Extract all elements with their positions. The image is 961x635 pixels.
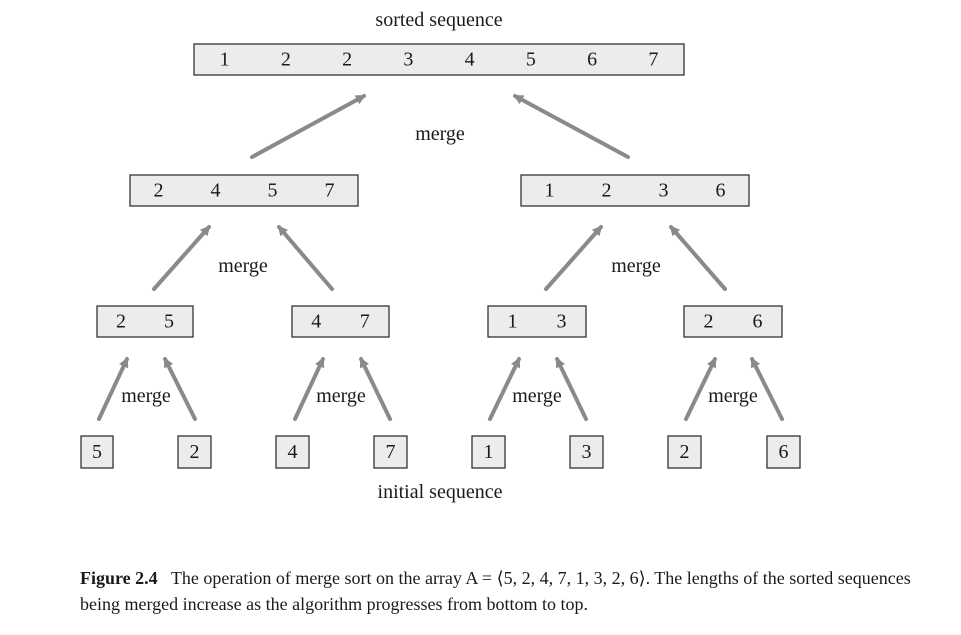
- level2-value: 1: [545, 180, 555, 202]
- level1-box-4: [683, 305, 783, 338]
- level2-value: 3: [659, 180, 669, 202]
- initial-value: 2: [190, 441, 200, 463]
- merge-arrow: [359, 357, 392, 421]
- level1-value: 2: [116, 311, 126, 333]
- figure-label: Figure 2.4: [80, 568, 158, 588]
- initial-value: 4: [288, 441, 298, 463]
- merge-arrow: [684, 357, 717, 421]
- level2-box-1: [129, 174, 359, 207]
- level2-value: 5: [268, 180, 278, 202]
- merge-arrow: [277, 225, 334, 291]
- sorted-value: 5: [526, 49, 536, 71]
- level1-value: 6: [753, 311, 763, 333]
- initial-box-4: [373, 435, 408, 469]
- initial-value: 6: [779, 441, 789, 463]
- sorted-value: 1: [220, 49, 230, 71]
- figure-caption: Figure 2.4 The operation of merge sort o…: [80, 565, 952, 617]
- level1-box-2: [291, 305, 390, 338]
- level2-value: 6: [716, 180, 726, 202]
- merge-label: merge: [611, 255, 661, 277]
- merge-label: merge: [218, 255, 268, 277]
- merge-arrow: [250, 94, 366, 159]
- initial-sequence-label: initial sequence: [378, 481, 503, 503]
- initial-box-1: [80, 435, 114, 469]
- initial-box-2: [177, 435, 212, 469]
- initial-value: 2: [680, 441, 690, 463]
- caption-text: The operation of merge sort on the array…: [80, 568, 911, 614]
- merge-label: merge: [512, 385, 562, 407]
- initial-box-8: [766, 435, 801, 469]
- level2-value: 7: [325, 180, 335, 202]
- level1-value: 7: [360, 311, 370, 333]
- merge-arrow: [669, 225, 727, 291]
- merge-arrow: [488, 357, 521, 421]
- initial-value: 1: [484, 441, 494, 463]
- merge-label: merge: [708, 385, 758, 407]
- sorted-value: 3: [403, 49, 413, 71]
- merge-arrow: [544, 225, 603, 291]
- level1-value: 3: [557, 311, 567, 333]
- merge-label: merge: [415, 123, 465, 145]
- initial-box-6: [569, 435, 604, 469]
- initial-box-3: [275, 435, 310, 469]
- level1-box-1: [96, 305, 194, 338]
- merge-label: merge: [316, 385, 366, 407]
- level2-value: 4: [211, 180, 221, 202]
- sorted-box-1: [193, 43, 685, 76]
- merge-arrow: [152, 225, 211, 291]
- sorted-value: 7: [648, 49, 658, 71]
- initial-value: 3: [582, 441, 592, 463]
- merge-arrow: [163, 357, 197, 421]
- merge-arrow: [97, 357, 129, 421]
- merge-arrow: [555, 357, 588, 421]
- level2-value: 2: [154, 180, 164, 202]
- initial-value: 5: [92, 441, 102, 463]
- initial-box-5: [471, 435, 506, 469]
- merge-arrow: [513, 94, 630, 159]
- level1-value: 5: [164, 311, 174, 333]
- sorted-value: 2: [281, 49, 291, 71]
- sorted-value: 2: [342, 49, 352, 71]
- merge-arrow: [750, 357, 784, 421]
- sorted-sequence-label: sorted sequence: [375, 9, 502, 31]
- level1-box-3: [487, 305, 587, 338]
- level1-value: 4: [311, 311, 321, 333]
- sorted-value: 6: [587, 49, 597, 71]
- sorted-value: 4: [465, 49, 475, 71]
- initial-box-7: [667, 435, 702, 469]
- merge-label: merge: [121, 385, 171, 407]
- level1-value: 2: [704, 311, 714, 333]
- initial-value: 7: [386, 441, 396, 463]
- merge-arrow: [293, 357, 325, 421]
- level2-box-2: [520, 174, 750, 207]
- level1-value: 1: [508, 311, 518, 333]
- level2-value: 2: [602, 180, 612, 202]
